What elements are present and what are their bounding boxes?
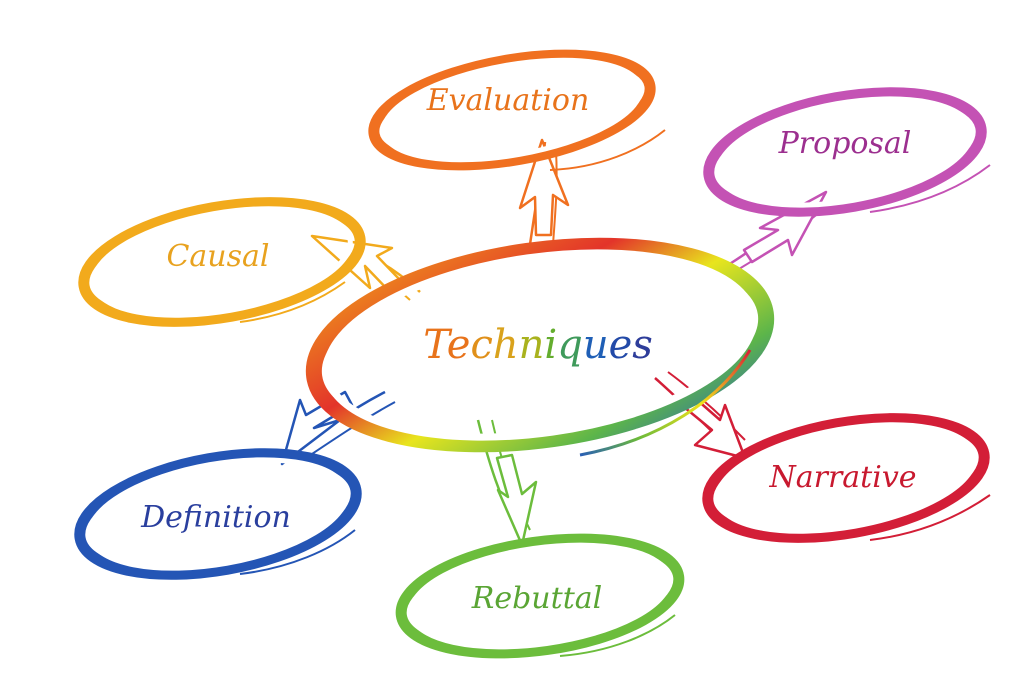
- arrow-to-rebuttal: [476, 419, 538, 547]
- center-label: Techniques: [423, 322, 653, 368]
- node-definition: Definition: [74, 448, 362, 580]
- node-proposal-label: Proposal: [778, 126, 912, 161]
- node-rebuttal-label: Rebuttal: [471, 581, 602, 616]
- node-rebuttal: Rebuttal: [395, 533, 685, 659]
- node-narrative-label: Narrative: [768, 460, 916, 495]
- node-proposal: Proposal: [703, 87, 991, 217]
- node-definition-label: Definition: [140, 500, 291, 535]
- node-causal: Causal: [78, 197, 366, 327]
- node-narrative: Narrative: [702, 413, 991, 543]
- center-node: Techniques: [305, 237, 775, 457]
- node-evaluation-label: Evaluation: [426, 83, 590, 118]
- node-evaluation: Evaluation: [368, 49, 666, 171]
- node-causal-label: Causal: [166, 239, 269, 274]
